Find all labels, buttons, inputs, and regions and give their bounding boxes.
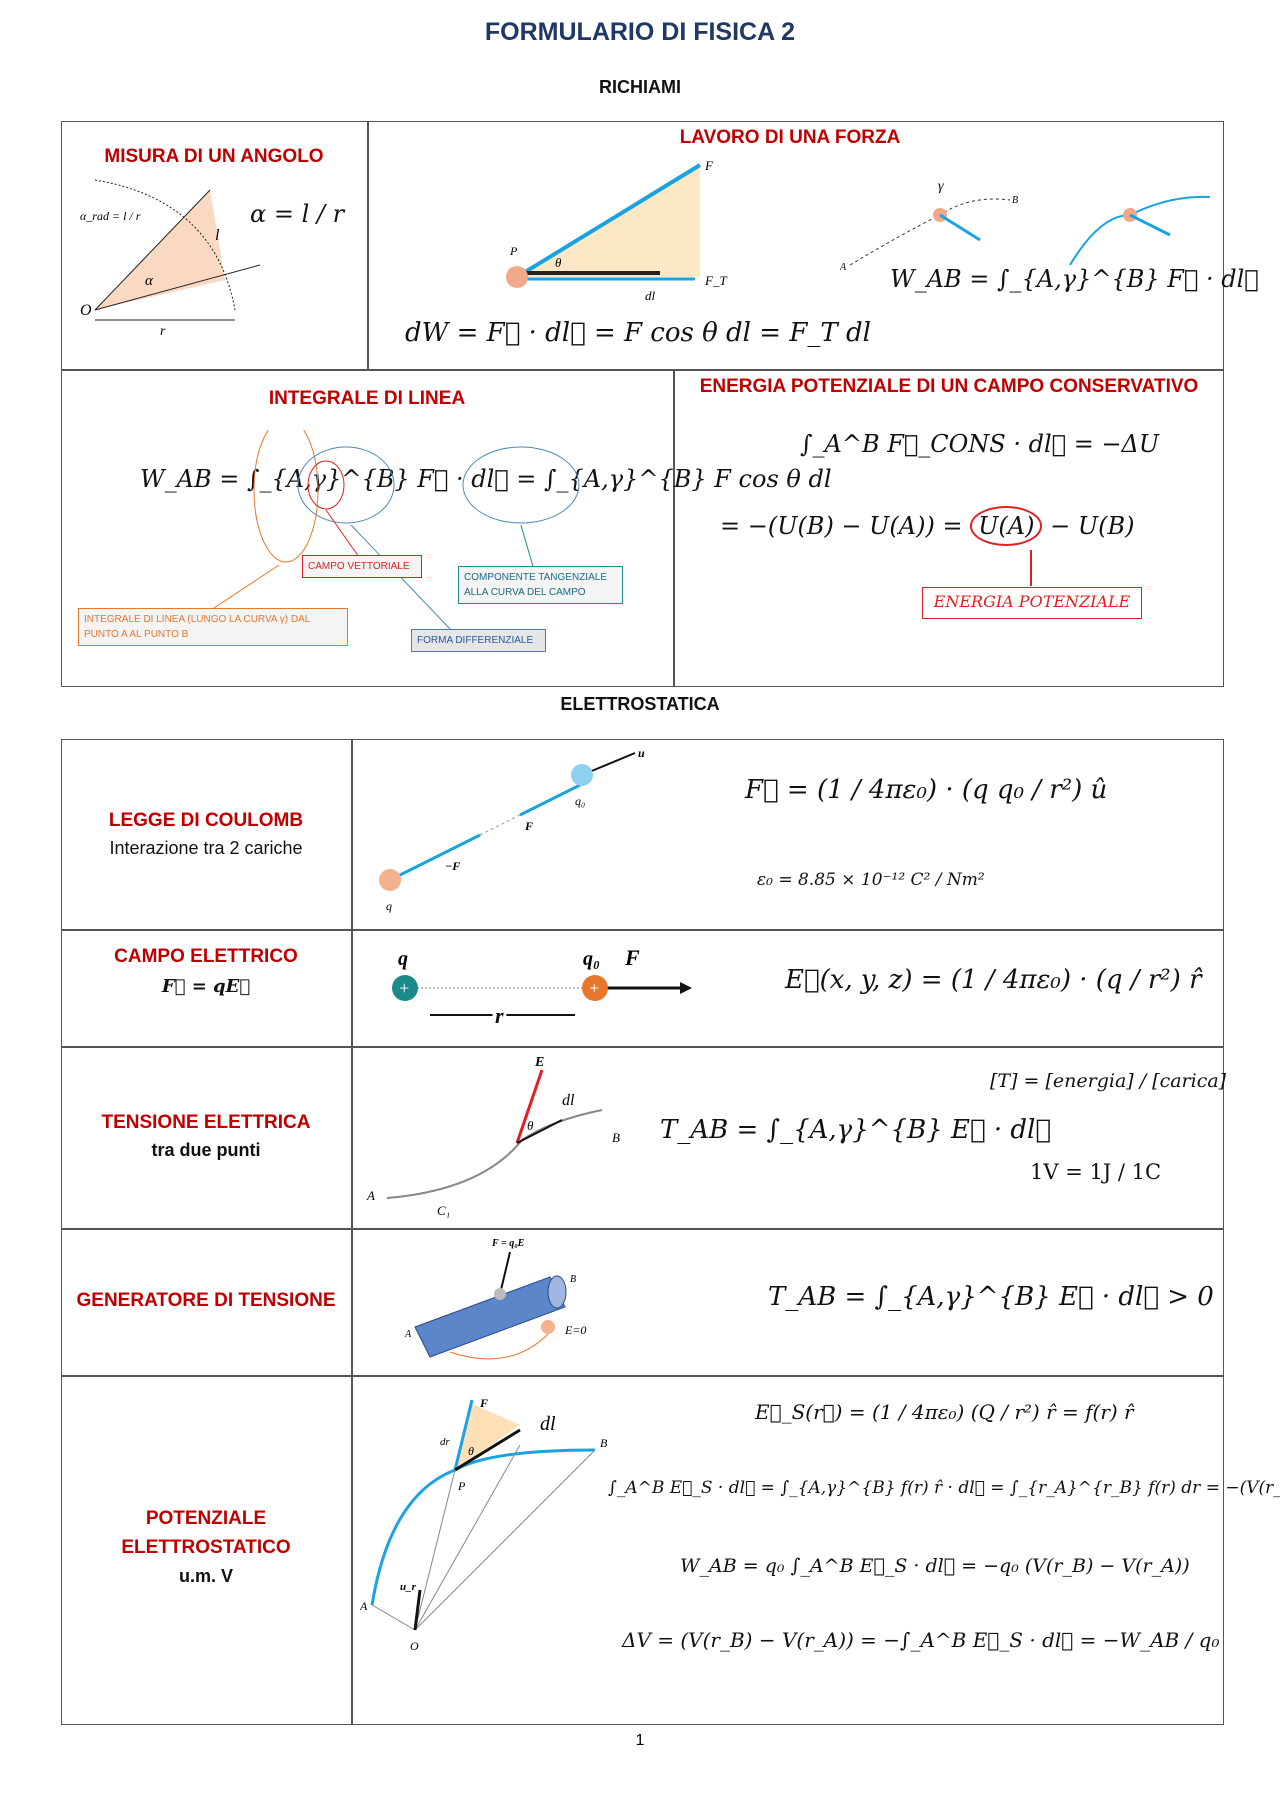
- svg-text:q: q: [398, 948, 408, 970]
- svg-text:l: l: [215, 227, 220, 244]
- potential-formula-4: ΔV = (V(r_B) − V(r_A)) = −∫_A^B E⃗_S · d…: [622, 1628, 1220, 1652]
- svg-text:α: α: [145, 273, 154, 289]
- svg-text:dl: dl: [562, 1092, 575, 1109]
- heading-tensione: TENSIONE ELETTRICA: [101, 1112, 311, 1133]
- potenziale-unit: u.m. V: [178, 1566, 233, 1586]
- svg-text:dr: dr: [440, 1436, 451, 1448]
- alpha-rad-formula: α_rad = l / r: [80, 209, 141, 223]
- svg-text:F: F: [524, 819, 533, 833]
- annotation-integrale-linea: INTEGRALE DI LINEA (LUNGO LA CURVA γ) DA…: [78, 608, 348, 646]
- heading-campo-elettrico: CAMPO ELETTRICO: [114, 946, 298, 967]
- heading-potenziale: POTENZIALE: [145, 1508, 267, 1529]
- voltage-formula: T_AB = ∫_{A,γ}^{B} E⃗ · dl⃗: [660, 1115, 1051, 1145]
- svg-text:B: B: [600, 1436, 608, 1450]
- heading-integrale-linea: INTEGRALE DI LINEA: [268, 388, 466, 409]
- svg-text:q₀: q₀: [583, 948, 600, 970]
- richiami-table: [61, 121, 1224, 687]
- angle-diagram: O r l α α_rad = l / r: [80, 179, 261, 339]
- annotation-componente-tangenziale: COMPONENTE TANGENZIALE ALLA CURVA DEL CA…: [458, 566, 623, 604]
- energy-formula-2: = −(U(B) − U(A)) = U(A) − U(B): [720, 506, 1134, 546]
- epsilon-formula: ε₀ = 8.85 × 10⁻¹² C² / Nm²: [757, 870, 985, 890]
- field-diagram: + + q q₀ F⃗ r⃗: [392, 945, 692, 1031]
- work-formula: dW = F⃗ · dl⃗ = F cos θ dl = F_T dl: [405, 318, 871, 348]
- svg-text:A: A: [404, 1329, 412, 1340]
- svg-text:θ: θ: [527, 1118, 534, 1133]
- heading-misura-angolo: MISURA DI UN ANGOLO: [104, 146, 324, 167]
- voltage-unit-2: 1V = 1J / 1C: [1030, 1160, 1162, 1184]
- svg-text:A: A: [366, 1188, 375, 1203]
- potential-formula-3: W_AB = q₀ ∫_A^B E⃗_S · dl⃗ = −q₀ (V(r_B)…: [680, 1555, 1190, 1577]
- voltage-diagram: E dl θ A B C₁: [366, 1055, 620, 1218]
- coulomb-diagram: q q₀ F −F u: [379, 746, 645, 913]
- svg-text:F: F: [704, 158, 714, 173]
- generator-formula: T_AB = ∫_{A,γ}^{B} E⃗ · dl⃗ > 0: [768, 1282, 1214, 1312]
- ua-highlight: U(A): [970, 506, 1043, 546]
- elettrostatica-table: [61, 739, 1224, 1725]
- svg-text:dl: dl: [645, 288, 656, 303]
- section-elettrostatica: ELETTROSTATICA: [560, 694, 720, 714]
- annotation-campo-vettoriale: CAMPO VETTORIALE: [302, 555, 422, 578]
- svg-text:F_T: F_T: [704, 273, 727, 288]
- field-formula: E⃗(x, y, z) = (1 / 4πε₀) · (q / r²) r̂: [785, 965, 1202, 995]
- generator-diagram: F = q₀E E=0 A B: [404, 1238, 586, 1360]
- angle-formula: α = l / r: [250, 200, 345, 228]
- work-diagram: F F_T dl θ P: [506, 158, 727, 303]
- annotation-energia-potenziale: ENERGIA POTENZIALE: [922, 587, 1142, 619]
- curve-diagram: γ A B: [840, 179, 1211, 273]
- tensione-subtitle: tra due punti: [151, 1140, 261, 1160]
- voltage-unit-1: [T] = [energia] / [carica]: [990, 1070, 1227, 1092]
- heading-generatore: GENERATORE DI TENSIONE: [76, 1290, 336, 1311]
- document-title: FORMULARIO DI FISICA 2: [484, 18, 796, 46]
- svg-text:F = q₀E: F = q₀E: [491, 1238, 525, 1249]
- svg-text:−F: −F: [445, 859, 460, 873]
- heading-elettrostatico: ELETTROSTATICO: [121, 1537, 291, 1558]
- svg-text:A: A: [360, 1599, 368, 1613]
- svg-text:u: u: [638, 746, 645, 760]
- section-richiami: RICHIAMI: [599, 77, 681, 97]
- svg-text:P: P: [509, 244, 518, 258]
- svg-text:q₀: q₀: [575, 794, 585, 808]
- coulomb-subtitle: Interazione tra 2 cariche: [109, 838, 303, 858]
- svg-text:γ: γ: [938, 179, 944, 194]
- heading-lavoro-forza: LAVORO DI UNA FORZA: [679, 127, 901, 148]
- campo-subtitle: F⃗ = qE⃗: [161, 976, 251, 997]
- annotation-forma-differenziale: FORMA DIFFERENZIALE: [411, 629, 546, 652]
- svg-text:u_r: u_r: [400, 1581, 417, 1593]
- potential-formula-1: E⃗_S(r⃗) = (1 / 4πε₀) (Q / r²) r̂ = f(r)…: [755, 1400, 1134, 1424]
- svg-text:θ: θ: [468, 1444, 474, 1458]
- svg-text:+: +: [588, 978, 600, 998]
- svg-text:θ: θ: [555, 255, 562, 270]
- origin-label: O: [80, 302, 92, 319]
- svg-text:C₁: C₁: [437, 1203, 450, 1218]
- work-integral-formula: W_AB = ∫_{A,γ}^{B} F⃗ · dl⃗: [890, 265, 1259, 293]
- svg-text:+: +: [398, 978, 410, 998]
- svg-text:dl: dl: [540, 1413, 556, 1435]
- energy-formula-1: ∫_A^B F⃗_CONS · dl⃗ = −ΔU: [800, 430, 1160, 458]
- svg-text:F⃗: F⃗: [624, 945, 657, 970]
- svg-text:B: B: [570, 1274, 576, 1285]
- svg-text:B: B: [612, 1130, 620, 1145]
- page-number: 1: [635, 1732, 645, 1749]
- svg-text:B: B: [1012, 195, 1018, 206]
- svg-text:O: O: [410, 1639, 419, 1653]
- svg-text:r⃗: r⃗: [495, 1003, 521, 1028]
- potential-formula-2: ∫_A^B E⃗_S · dl⃗ = ∫_{A,γ}^{B} f(r) r̂ ·…: [608, 1478, 1280, 1498]
- svg-text:r: r: [160, 324, 166, 339]
- potential-diagram: F dl P B A O θ dr u_r: [360, 1396, 608, 1653]
- svg-text:q: q: [386, 899, 392, 913]
- svg-text:E=0: E=0: [564, 1323, 586, 1337]
- svg-text:F: F: [479, 1396, 488, 1410]
- svg-text:P: P: [457, 1479, 466, 1493]
- svg-text:E: E: [534, 1055, 544, 1070]
- heading-coulomb: LEGGE DI COULOMB: [108, 810, 304, 831]
- svg-text:A: A: [840, 262, 847, 273]
- heading-energia-potenziale: ENERGIA POTENZIALE DI UN CAMPO CONSERVAT…: [699, 376, 1199, 397]
- coulomb-formula: F⃗ = (1 / 4πε₀) · (q q₀ / r²) û: [745, 775, 1108, 805]
